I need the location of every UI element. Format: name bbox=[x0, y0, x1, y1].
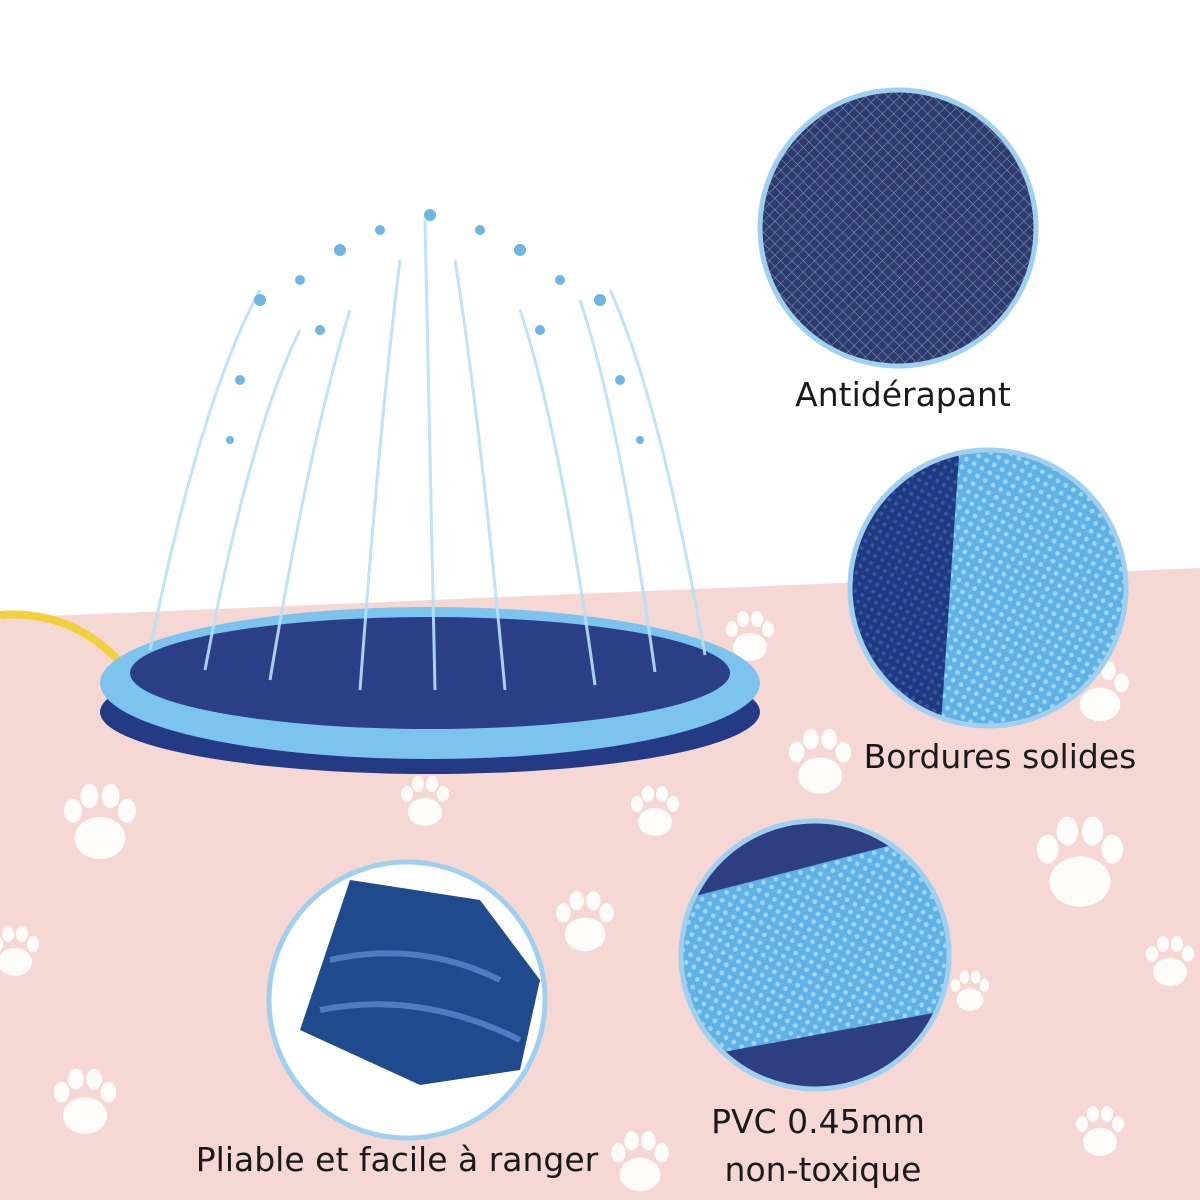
label-antiderapant: Antidérapant bbox=[795, 375, 1011, 414]
label-non-toxique: non-toxique bbox=[724, 1150, 922, 1189]
label-bordures-solides: Bordures solides bbox=[863, 737, 1137, 776]
hose bbox=[0, 610, 121, 663]
label-pliable: Pliable et facile à ranger bbox=[195, 1140, 599, 1179]
water-droplets bbox=[226, 209, 644, 444]
splash-pad-pool bbox=[0, 209, 760, 774]
water-jets bbox=[148, 219, 707, 691]
feature-circle-antiderapant bbox=[757, 87, 1039, 369]
feature-circle-pvc bbox=[678, 818, 952, 1092]
feature-circle-bordures bbox=[847, 447, 1129, 729]
label-pvc: PVC 0.45mm bbox=[711, 1102, 925, 1141]
feature-circle-pliable bbox=[266, 859, 548, 1141]
